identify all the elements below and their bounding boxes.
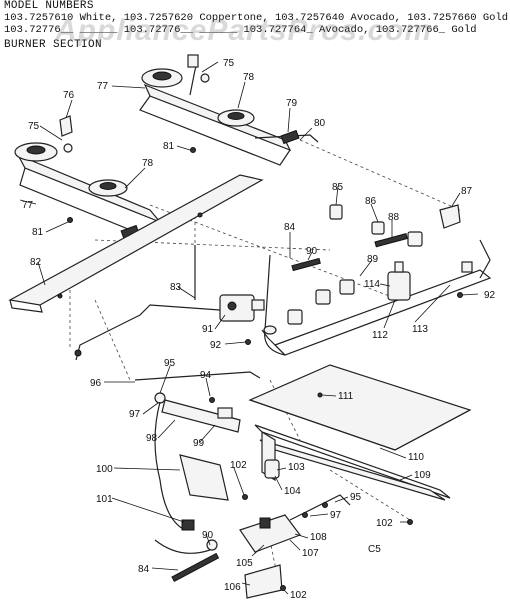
callout-92-right: 92 xyxy=(484,290,496,301)
model-numbers-line-2: 103.72776__ ______ 103.72776__ ______ 10… xyxy=(4,24,477,36)
callout-101: 101 xyxy=(96,494,113,505)
callout-88: 88 xyxy=(388,212,400,223)
front-burner-assembly xyxy=(14,115,161,240)
callout-99: 99 xyxy=(193,438,205,449)
pilot-103 xyxy=(264,459,280,479)
callout-108: 108 xyxy=(310,532,327,543)
callout-86: 86 xyxy=(365,196,377,207)
model-numbers-line-1: 103.7257610 White, 103.7257620 Copperton… xyxy=(4,12,509,24)
callout-109: 109 xyxy=(414,470,431,481)
callout-84-upper: 84 xyxy=(284,222,296,233)
fasteners xyxy=(67,147,463,591)
callout-90-lower: 90 xyxy=(202,530,214,541)
callout-104: 104 xyxy=(284,486,301,497)
model-numbers-header: MODEL NUMBERS 103.7257610 White, 103.725… xyxy=(4,0,509,51)
callout-75-front: 75 xyxy=(28,121,40,132)
callout-103: 103 xyxy=(288,462,305,473)
callout-100: 100 xyxy=(96,464,113,475)
callout-111: 111 xyxy=(338,391,354,402)
bracket-76 xyxy=(59,115,73,137)
callout-98: 98 xyxy=(146,433,158,444)
callout-102-mid: 102 xyxy=(230,460,247,471)
burner-support-82 xyxy=(8,174,264,313)
callout-89: 89 xyxy=(367,254,379,265)
valve-112 xyxy=(387,271,411,301)
callout-85: 85 xyxy=(332,182,344,193)
section-title: BURNER SECTION xyxy=(4,39,103,51)
callout-106: 106 xyxy=(224,582,241,593)
callout-102-right: 102 xyxy=(376,518,393,529)
baffle-111 xyxy=(248,364,472,451)
bracket-106 xyxy=(244,564,283,599)
orifice-90 xyxy=(291,257,321,272)
callout-97-left: 97 xyxy=(129,409,141,420)
valve-85 xyxy=(329,204,343,220)
bracket-98 xyxy=(161,399,241,433)
valve-86 xyxy=(371,221,385,235)
callout-82: 82 xyxy=(30,257,42,268)
orifice-84-lower xyxy=(171,552,220,583)
callout-102-bottom: 102 xyxy=(290,590,307,600)
regulator-91 xyxy=(74,245,265,361)
orifice-88 xyxy=(374,233,408,248)
callout-110: 110 xyxy=(408,452,424,463)
callout-81-rear: 81 xyxy=(163,141,175,152)
callout-90-upper: 90 xyxy=(306,246,318,257)
callout-92-left: 92 xyxy=(210,340,222,351)
callout-78-front: 78 xyxy=(142,158,154,169)
callout-77-rear: 77 xyxy=(97,81,109,92)
callout-77-front: 77 xyxy=(22,200,34,211)
model-numbers-title: MODEL NUMBERS xyxy=(4,0,94,12)
callout-114: 114 xyxy=(364,279,380,290)
callout-87: 87 xyxy=(461,186,473,197)
callout-96: 96 xyxy=(90,378,102,389)
oven-control-assembly xyxy=(134,371,261,583)
callout-105: 105 xyxy=(236,558,253,569)
callout-97-right: 97 xyxy=(330,510,342,521)
callout-79: 79 xyxy=(286,98,298,109)
safety-valve-107 xyxy=(239,494,351,599)
oven-burner-109 xyxy=(248,364,472,501)
callout-91: 91 xyxy=(202,324,214,335)
callout-80: 80 xyxy=(314,118,326,129)
shield-100 xyxy=(179,454,229,501)
fitting-101 xyxy=(181,519,195,531)
callout-95-right: 95 xyxy=(350,492,362,503)
valve-114 xyxy=(315,289,331,305)
valve-87 xyxy=(439,204,461,229)
callout-112: 112 xyxy=(372,330,388,341)
rear-burner-assembly xyxy=(139,54,319,166)
figure-code: C5 xyxy=(368,544,381,555)
callout-78-rear: 78 xyxy=(243,72,255,83)
callout-107: 107 xyxy=(302,548,319,559)
callout-84-lower: 84 xyxy=(138,564,150,575)
callout-95-left: 95 xyxy=(164,358,176,369)
valve-89 xyxy=(339,279,355,295)
callout-81-front: 81 xyxy=(32,227,44,238)
callout-94: 94 xyxy=(200,370,212,381)
callout-75-rear: 75 xyxy=(223,58,235,69)
leader-lines xyxy=(19,61,479,595)
callout-76: 76 xyxy=(63,90,75,101)
callout-83: 83 xyxy=(170,282,182,293)
gas-manifold-113 xyxy=(261,239,492,356)
callout-labels: 75 78 79 80 77 76 75 78 77 81 81 82 83 8… xyxy=(22,58,496,600)
callout-113: 113 xyxy=(412,324,428,335)
